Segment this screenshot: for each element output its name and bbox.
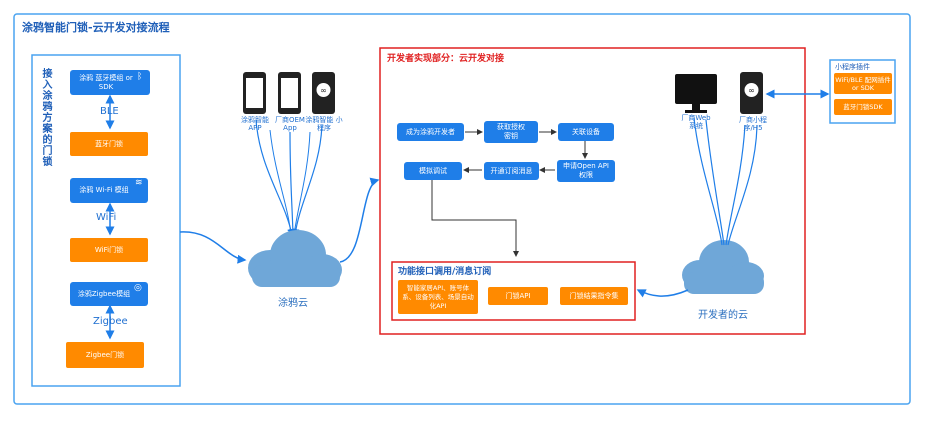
mini-plugin-item-2: 蓝牙门锁SDK xyxy=(834,99,892,115)
func2-label: 门锁API xyxy=(505,291,531,300)
step2-label: 获取授权 密钥 xyxy=(497,123,525,140)
mini-h5-label: 厂商小程 序/H5 xyxy=(739,116,767,132)
step5-label: 开通订阅消息 xyxy=(490,166,533,175)
ble-module-box: 涂鸦 蓝牙模组 or SDK xyxy=(70,70,150,95)
developer-cloud-icon xyxy=(682,240,764,294)
app-extra-line-1 xyxy=(269,129,292,236)
wifi-module-box: 涂鸦 Wi-Fi 模组 xyxy=(70,178,148,203)
app2-label: 厂商OEM App xyxy=(275,116,305,132)
zigbee-lock-label: Zigbee门锁 xyxy=(85,350,125,359)
left-panel-frame xyxy=(31,54,181,387)
step3-label: 关联设备 xyxy=(572,127,600,136)
mini-line-1 xyxy=(725,124,746,246)
wifi-icon: ≋ xyxy=(135,178,143,188)
step6-label: 模拟调试 xyxy=(419,166,447,175)
miniprogram-phone-icon: ∞ xyxy=(312,72,335,114)
func-lock-instruction-set: 门锁结果指令集 xyxy=(560,287,628,305)
step-subscribe-msg: 开通订阅消息 xyxy=(484,162,539,180)
mini-plugin-item-2-label: 蓝牙门锁SDK xyxy=(843,102,883,111)
developer-cloud-label: 开发者的云 xyxy=(698,310,748,321)
ble-lock-label: 蓝牙门锁 xyxy=(95,139,123,148)
ble-lock-box: 蓝牙门锁 xyxy=(70,132,148,156)
step-link-device: 关联设备 xyxy=(558,123,614,141)
web-system-label: 厂商Web 系统 xyxy=(681,114,711,130)
monitor-icon xyxy=(675,74,717,113)
app1-label: 涂鸦智能 APP xyxy=(241,116,269,132)
tuya-cloud-icon xyxy=(248,230,342,287)
zigbee-module-label: 涂鸦Zigbee模组 xyxy=(77,289,131,298)
zigbee-module-box: 涂鸦Zigbee模组 xyxy=(70,282,148,306)
panel-to-cloud-arrow xyxy=(179,231,247,264)
wifi-module-label: 涂鸦 Wi-Fi 模组 xyxy=(79,186,129,194)
zigbee-icon: ◎ xyxy=(134,283,142,293)
step-become-developer: 成为涂鸦开发者 xyxy=(397,123,464,141)
svg-text:∞: ∞ xyxy=(748,86,755,95)
web-line-1 xyxy=(693,117,723,246)
app3-line xyxy=(292,124,323,237)
developer-section-title: 开发者实现部分：云开发对接 xyxy=(387,54,505,64)
step-apply-openapi: 申请Open API 权限 xyxy=(557,160,615,182)
step6-func-arrow xyxy=(431,180,519,257)
bluetooth-icon: ᛒ xyxy=(137,72,143,82)
app1-line xyxy=(255,119,295,237)
func1-label: 智能家居API、账号体系、设备列表、场景自动化API xyxy=(402,283,474,310)
tuya-cloud-label: 涂鸦云 xyxy=(278,298,308,309)
mini-plugin-title: 小程序插件 xyxy=(835,63,870,71)
mini-line-2 xyxy=(727,124,758,246)
cloud-to-dev-arrow xyxy=(339,177,380,263)
developer-frame xyxy=(379,47,806,335)
page-title: 涂鸦智能门锁-云开发对接流程 xyxy=(22,21,170,34)
devcloud-to-func-arrow xyxy=(636,289,689,298)
phone-icon xyxy=(243,72,266,114)
wifi-lock-box: WiFi门锁 xyxy=(70,238,148,262)
func-lock-api: 门锁API xyxy=(488,287,548,305)
step1-label: 成为涂鸦开发者 xyxy=(406,127,455,136)
step-simulate-debug: 模拟调试 xyxy=(404,162,462,180)
svg-text:∞: ∞ xyxy=(320,86,327,95)
zigbee-label: Zigbee xyxy=(93,316,128,327)
function-section-title: 功能接口调用/消息订阅 xyxy=(398,267,492,277)
miniprogram-phone-icon: ∞ xyxy=(740,72,763,114)
left-panel-title: 接入涂鸦方案的门锁 xyxy=(40,68,51,167)
mini-plugin-item-1: WiFi/BLE 配网插件or SDK xyxy=(834,73,892,94)
web-line-2 xyxy=(705,119,725,246)
wifi-lock-label: WiFi门锁 xyxy=(94,245,124,254)
func-smart-home-api: 智能家居API、账号体系、设备列表、场景自动化API xyxy=(398,280,478,314)
wifi-label: WiFi xyxy=(96,212,117,223)
zigbee-lock-box: Zigbee门锁 xyxy=(66,342,144,368)
step-get-key: 获取授权 密钥 xyxy=(484,121,538,143)
ble-module-label: 涂鸦 蓝牙模组 or SDK xyxy=(79,73,133,91)
outer-frame xyxy=(13,13,911,405)
app-extra-line-2 xyxy=(293,131,311,236)
ble-label: BLE xyxy=(100,106,119,117)
func3-label: 门锁结果指令集 xyxy=(569,291,619,300)
app2-line xyxy=(289,131,297,237)
function-frame xyxy=(391,261,636,321)
mini-plugin-item-1-label: WiFi/BLE 配网插件or SDK xyxy=(835,75,891,92)
app3-label: 涂鸦智能 小程序 xyxy=(305,116,343,132)
step4-label: 申请Open API 权限 xyxy=(563,162,609,179)
phone-icon xyxy=(278,72,301,114)
mini-plugin-frame xyxy=(829,59,896,124)
